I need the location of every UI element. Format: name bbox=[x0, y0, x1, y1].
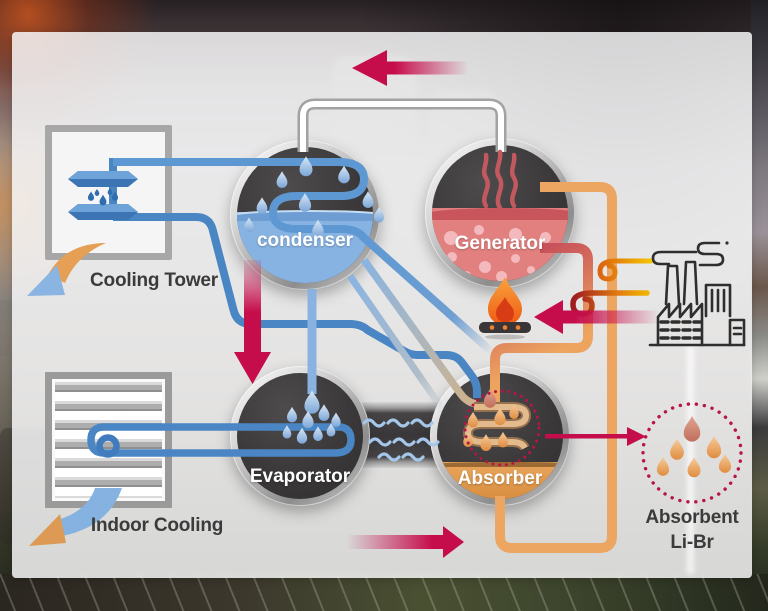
condenser-liquid bbox=[237, 212, 373, 283]
absorber-vessel bbox=[430, 366, 570, 506]
generator-liquid bbox=[432, 208, 568, 281]
indoor-unit-louvers bbox=[55, 382, 162, 498]
evaporator-interior bbox=[237, 373, 363, 499]
generator-vessel bbox=[425, 138, 575, 288]
condenser-vessel bbox=[230, 140, 380, 290]
condenser-interior bbox=[237, 147, 373, 283]
evaporator-vessel bbox=[230, 366, 370, 506]
railway-tracks bbox=[0, 574, 768, 611]
indoor-unit-box bbox=[45, 372, 172, 508]
absorber-liquid bbox=[437, 462, 563, 499]
cooling-tower-box bbox=[45, 125, 172, 260]
generator-interior bbox=[432, 145, 568, 281]
absorber-interior bbox=[437, 373, 563, 499]
photo-right-strip bbox=[751, 0, 768, 611]
